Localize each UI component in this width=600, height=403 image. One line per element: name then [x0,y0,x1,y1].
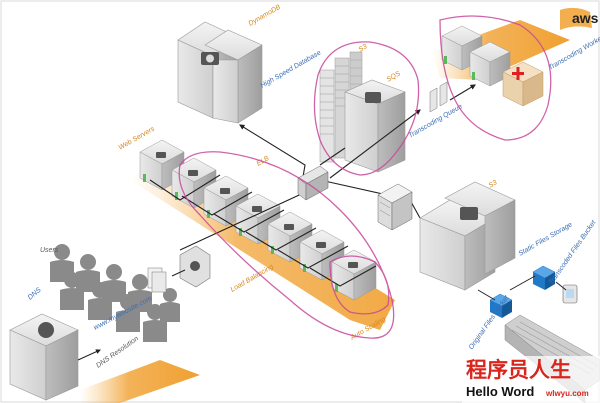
user-icon [88,282,112,320]
storage-icon [460,207,478,220]
user-icon [102,264,126,302]
label-users: Users [40,247,59,254]
document-stack [147,267,167,293]
user-icon [160,288,180,322]
user-icon [116,294,140,332]
sqs-queue-tower [344,79,406,173]
dynamodb-cluster [177,21,263,124]
load-balancer [149,124,421,287]
aws-logo: aws [560,7,599,30]
aws-logo-text: aws [572,10,599,26]
queue-icon [365,92,381,103]
watermark: 程序员人生 Hello Word wlwyu.com [462,356,600,403]
annotation-sqs [313,41,420,176]
watermark-title: 程序员人生 [466,358,571,382]
transcoding-workers-group [432,20,570,107]
user-icon [143,304,167,342]
device-icon [562,284,578,304]
dns-server [9,313,79,401]
s3-storage-cluster [419,181,516,291]
arrow-to-queue [329,109,421,179]
watermark-domain: wlwyu.com [545,389,589,398]
watermark-bg [462,356,600,403]
file-stack [377,183,413,231]
watermark-subtitle: Hello Word [466,384,534,399]
cloudfront-node [179,245,211,288]
annotation-new-server [329,255,390,315]
worker-box-new [502,61,544,107]
transcoded-files-bucket [532,265,556,290]
user-connector [171,269,186,277]
original-files-bucket [489,293,513,318]
annotation-web-servers [178,151,395,339]
plus-icon [512,67,524,80]
bucket-connectors [477,275,567,301]
orange-wave-dns [80,360,200,403]
dns-icon [38,322,54,338]
annotation-circles [178,15,552,339]
user-icon [60,272,84,310]
aws-logo-swoosh [560,7,592,30]
annotation-workers [439,15,552,141]
label-s3-storage: S3 [488,179,499,189]
web-server [331,249,377,301]
arrow-dns-resolution [77,349,101,361]
label-s3-top: S3 [358,43,369,53]
elb-unit [297,165,329,201]
queue-panels [429,81,448,113]
users-group [50,244,180,342]
